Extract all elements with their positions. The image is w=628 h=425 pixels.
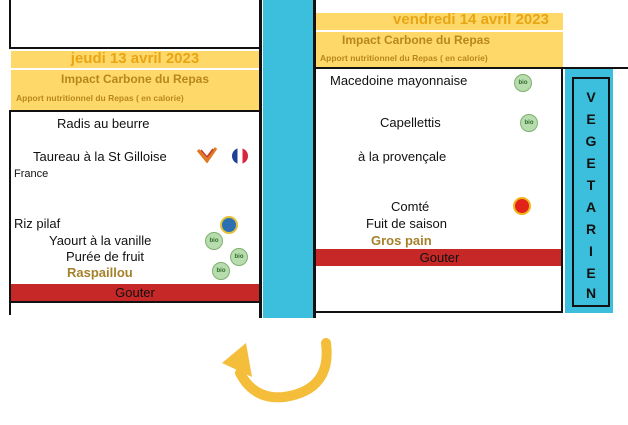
left-top-divider <box>9 47 261 49</box>
bio-label-icon: bio <box>212 262 230 280</box>
aop-icon <box>513 197 531 215</box>
menu-item-capellettis: Capellettis <box>380 115 441 130</box>
vegetarien-letter: N <box>585 285 597 301</box>
vegetarien-letter: G <box>585 133 597 149</box>
origin-france: France <box>14 168 49 180</box>
thursday-left-border <box>9 110 11 315</box>
menu-item-provencale: à la provençale <box>358 149 447 164</box>
curved-arrow-icon[interactable] <box>214 335 344 415</box>
friday-impact-bg <box>316 32 563 67</box>
friday-impact-label: Impact Carbone du Repas <box>341 33 491 47</box>
friday-right-border <box>561 67 563 313</box>
menu-item-yaourt: Yaourt à la vanille <box>49 233 152 248</box>
menu-item-riz: Riz pilaf <box>14 216 61 231</box>
vegetarien-column: V E G E T A R I E N <box>565 69 613 313</box>
menu-item-taureau: Taureau à la St Gilloise <box>33 149 167 164</box>
vegetarien-letter: R <box>585 221 597 237</box>
friday-header-bg <box>316 13 563 30</box>
vegetarien-letter: E <box>586 111 596 127</box>
thursday-header-bg <box>11 51 259 68</box>
vegetarien-letter: E <box>586 265 596 281</box>
menu-item-radis: Radis au beurre <box>57 116 150 131</box>
bio-label-icon: bio <box>514 74 532 92</box>
menu-item-gros-pain: Gros pain <box>371 233 432 248</box>
france-flag-icon <box>232 148 248 164</box>
vegetarien-letter: E <box>586 155 596 171</box>
friday-bottom-line <box>316 311 563 313</box>
bio-label-icon: bio <box>205 232 223 250</box>
friday-date: vendredi 14 avril 2023 <box>393 11 549 28</box>
bio-label-icon: bio <box>520 114 538 132</box>
friday-header-divider <box>316 67 628 69</box>
vegetarien-letter: I <box>589 243 593 259</box>
menu-item-macedoine: Macedoine mayonnaise <box>330 73 468 88</box>
thursday-header-divider <box>11 110 261 112</box>
vegetarien-letter: T <box>586 177 596 193</box>
label-quality-icon <box>220 216 238 234</box>
thursday-apport-label: Apport nutritionnel du Repas ( en calori… <box>16 93 184 103</box>
thursday-impact-label: Impact Carbone du Repas <box>60 72 210 86</box>
left-column-border <box>9 0 11 48</box>
menu-item-comte: Comté <box>391 199 430 214</box>
vegetarien-letter: A <box>585 199 597 215</box>
thursday-bottom-line <box>11 301 261 303</box>
menu-item-fruit: Fuit de saison <box>366 216 447 231</box>
thursday-gouter-label: Gouter <box>115 285 155 300</box>
friday-gouter-label: Gouter <box>419 250 460 265</box>
vegetarien-letter: V <box>586 89 596 105</box>
thursday-gouter-bar <box>11 284 259 301</box>
thursday-date: jeudi 13 avril 2023 <box>70 50 200 67</box>
separator-right-line <box>313 0 316 318</box>
label-rouge-icon <box>196 146 218 164</box>
separator-column-teal <box>263 0 313 318</box>
friday-apport-label: Apport nutritionnel du Repas ( en calori… <box>320 53 488 63</box>
menu-item-puree: Purée de fruit <box>66 249 145 264</box>
thursday-impact-bg <box>11 70 259 110</box>
friday-gouter-bar <box>316 249 563 266</box>
vegetarien-box: V E G E T A R I E N <box>572 77 610 307</box>
bio-label-icon: bio <box>230 248 248 266</box>
separator-left-line <box>259 0 262 318</box>
menu-item-raspaillou: Raspaillou <box>67 265 133 280</box>
